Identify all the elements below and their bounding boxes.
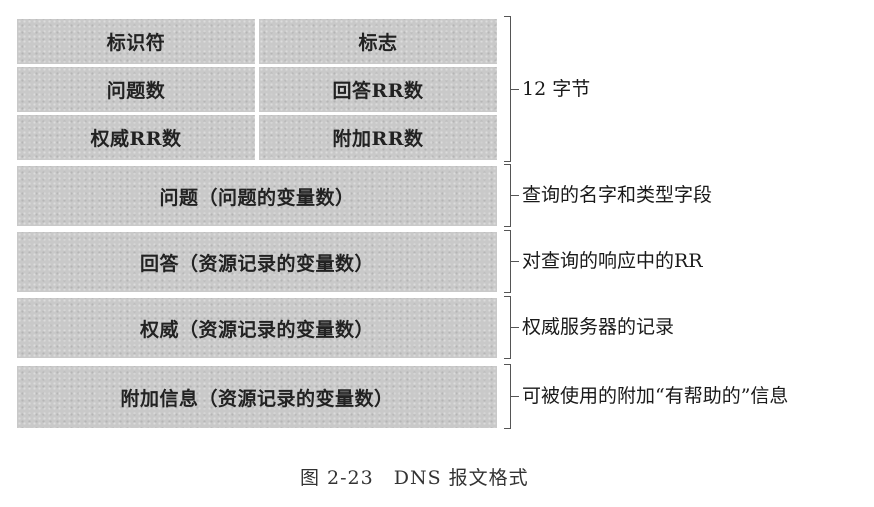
flags-field: 标志: [259, 19, 497, 64]
answer-rr-count-field: 回答RR数: [259, 67, 497, 112]
question-section: 问题（问题的变量数）: [17, 166, 497, 226]
question-annotation: 查询的名字和类型字段: [522, 184, 713, 206]
question-brace: [504, 164, 511, 227]
answer-annotation: 对查询的响应中的RR: [522, 250, 703, 272]
identifier-field: 标识符: [17, 19, 255, 64]
additional-rr-count-field: 附加RR数: [259, 115, 497, 160]
authority-rr-count-field: 权威RR数: [17, 115, 255, 160]
answer-section: 回答（资源记录的变量数）: [17, 232, 497, 292]
authority-brace: [504, 296, 511, 359]
answer-brace-tick: [511, 261, 519, 262]
additional-brace: [504, 364, 511, 429]
question-count-field: 问题数: [17, 67, 255, 112]
figure-caption: 图 2-23 DNS 报文格式: [300, 467, 529, 489]
additional-section: 附加信息（资源记录的变量数）: [17, 366, 497, 428]
authority-brace-tick: [511, 327, 519, 328]
header-brace-tick: [511, 89, 519, 90]
additional-annotation: 可被使用的附加“有帮助的”信息: [522, 385, 789, 407]
authority-annotation: 权威服务器的记录: [522, 316, 675, 338]
answer-brace: [504, 230, 511, 293]
header-annotation: 12 字节: [522, 78, 591, 100]
authority-section: 权威（资源记录的变量数）: [17, 298, 497, 358]
additional-brace-tick: [511, 396, 519, 397]
question-brace-tick: [511, 195, 519, 196]
header-brace: [504, 16, 511, 162]
